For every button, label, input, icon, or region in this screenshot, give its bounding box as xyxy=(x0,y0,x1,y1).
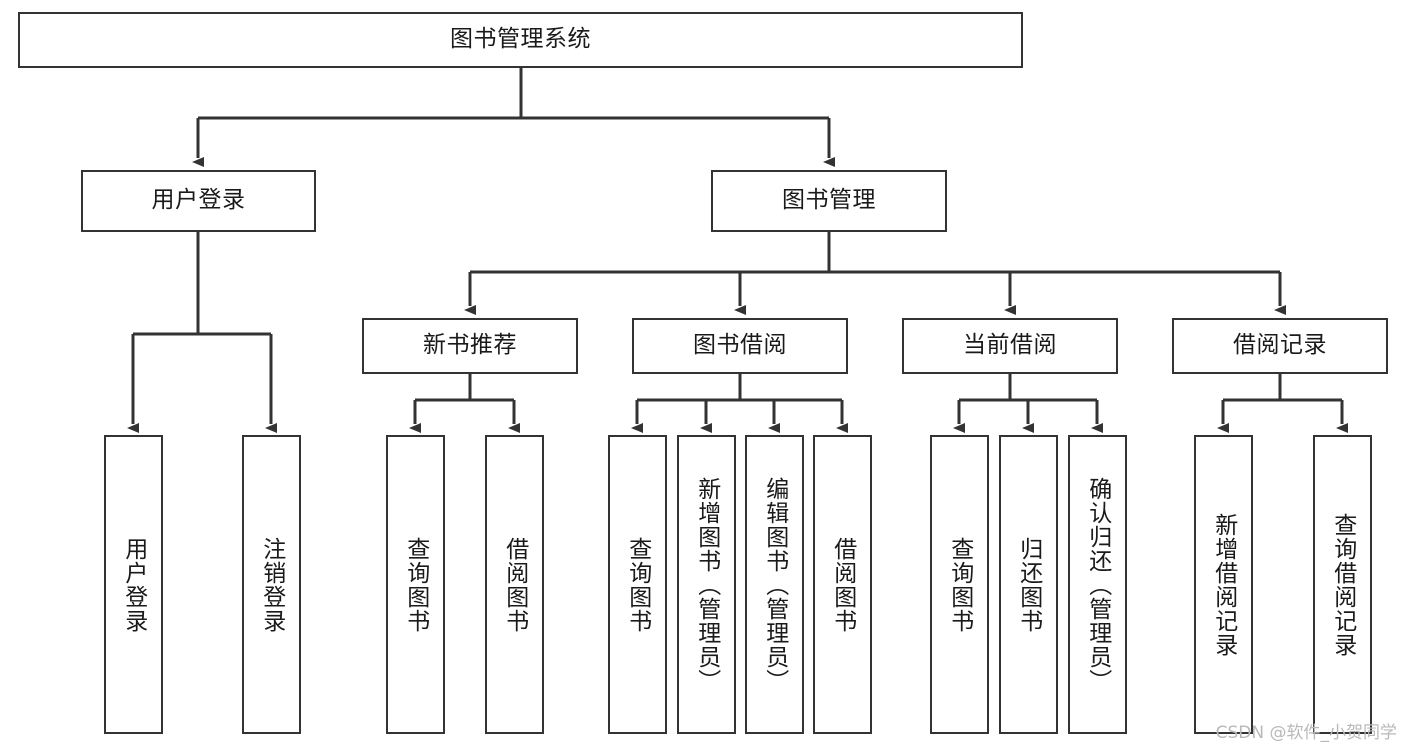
node-borrow-record[interactable]: 借阅记录 xyxy=(1172,318,1388,374)
leaf-borrow-book[interactable]: 借阅图书 xyxy=(813,435,872,734)
node-label: 注销登录 xyxy=(258,536,285,633)
leaf-edit-book-admin[interactable]: 编辑图书（管理员） xyxy=(745,435,804,734)
node-label: 查询图书 xyxy=(946,536,973,633)
leaf-query-book-recommend[interactable]: 查询图书 xyxy=(386,435,445,734)
node-label: 用户登录 xyxy=(151,187,246,214)
node-book-management[interactable]: 图书管理 xyxy=(711,170,947,232)
node-current-borrow[interactable]: 当前借阅 xyxy=(902,318,1118,374)
node-label: 用户登录 xyxy=(120,536,147,633)
node-label: 当前借阅 xyxy=(963,332,1057,359)
leaf-return-book[interactable]: 归还图书 xyxy=(999,435,1058,734)
leaf-query-book-borrow[interactable]: 查询图书 xyxy=(608,435,667,734)
node-label: 编辑图书（管理员） xyxy=(761,476,788,693)
leaf-logout[interactable]: 注销登录 xyxy=(242,435,301,734)
watermark-text: CSDN @软件_小贺同学 xyxy=(1215,723,1397,743)
node-user-login[interactable]: 用户登录 xyxy=(81,170,316,232)
leaf-add-borrow-record[interactable]: 新增借阅记录 xyxy=(1194,435,1253,734)
node-label: 借阅图书 xyxy=(501,536,528,633)
node-label: 图书管理系统 xyxy=(450,26,591,53)
leaf-borrow-book-recommend[interactable]: 借阅图书 xyxy=(485,435,544,734)
leaf-query-borrow-record[interactable]: 查询借阅记录 xyxy=(1313,435,1372,734)
leaf-add-book-admin[interactable]: 新增图书（管理员） xyxy=(677,435,736,734)
node-book-borrow[interactable]: 图书借阅 xyxy=(632,318,848,374)
node-label: 查询借阅记录 xyxy=(1329,512,1356,657)
leaf-query-book-current[interactable]: 查询图书 xyxy=(930,435,989,734)
node-label: 图书借阅 xyxy=(693,332,787,359)
node-label: 确认归还（管理员） xyxy=(1084,476,1111,693)
node-label: 查询图书 xyxy=(402,536,429,633)
node-label: 图书管理 xyxy=(782,187,876,214)
node-label: 归还图书 xyxy=(1015,536,1042,633)
node-label: 新书推荐 xyxy=(423,332,517,359)
node-new-book-recommend[interactable]: 新书推荐 xyxy=(362,318,578,374)
node-label: 新增图书（管理员） xyxy=(693,476,720,693)
node-label: 借阅图书 xyxy=(829,536,856,633)
leaf-confirm-return-admin[interactable]: 确认归还（管理员） xyxy=(1068,435,1127,734)
node-label: 借阅记录 xyxy=(1233,332,1327,359)
node-root-system[interactable]: 图书管理系统 xyxy=(18,12,1023,68)
leaf-user-login[interactable]: 用户登录 xyxy=(104,435,163,734)
node-label: 新增借阅记录 xyxy=(1210,512,1237,657)
node-label: 查询图书 xyxy=(624,536,651,633)
